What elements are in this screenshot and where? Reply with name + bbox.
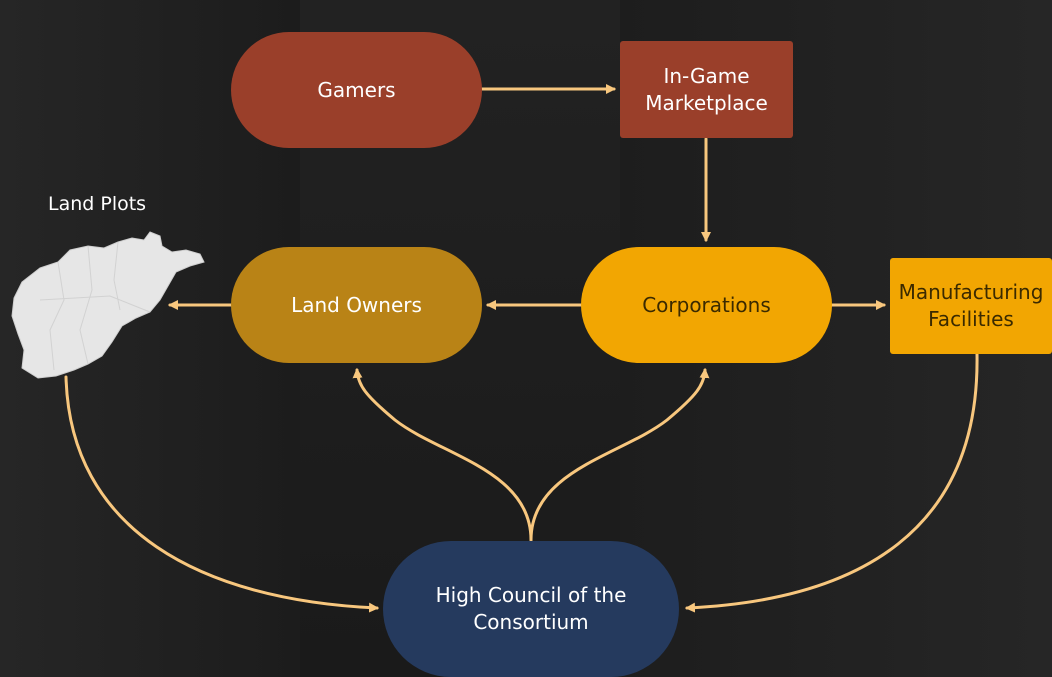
node-gamers-label: Gamers: [317, 77, 396, 102]
node-manufacturing-label-line1: Manufacturing: [898, 280, 1044, 304]
node-high-council[interactable]: High Council of the Consortium: [383, 541, 679, 677]
node-gamers[interactable]: Gamers: [231, 32, 482, 148]
node-land-owners[interactable]: Land Owners: [231, 247, 482, 363]
node-land-owners-label: Land Owners: [291, 292, 422, 317]
node-marketplace-label-line2: Marketplace: [645, 90, 768, 115]
node-corporations-label: Corporations: [642, 292, 771, 317]
arrow-council-to-corporations: [529, 368, 710, 542]
arrow-landplots-to-council: [64, 375, 379, 613]
land-plots-label: Land Plots: [48, 193, 147, 215]
map-borders: [39, 241, 151, 371]
arrow-manufacturing-to-council: [685, 352, 979, 613]
country-map-icon: [11, 231, 205, 379]
node-council-label-line2: Consortium: [473, 610, 589, 634]
node-manufacturing-facilities[interactable]: Manufacturing Facilities: [890, 258, 1052, 354]
node-council-label-line1: High Council of the: [435, 583, 627, 607]
node-in-game-marketplace[interactable]: In-Game Marketplace: [620, 41, 793, 138]
node-manufacturing-label-line2: Facilities: [928, 307, 1014, 331]
arrow-council-to-landowners: [352, 368, 533, 542]
node-corporations[interactable]: Corporations: [581, 247, 832, 363]
node-marketplace-label-line1: In-Game: [663, 63, 750, 88]
